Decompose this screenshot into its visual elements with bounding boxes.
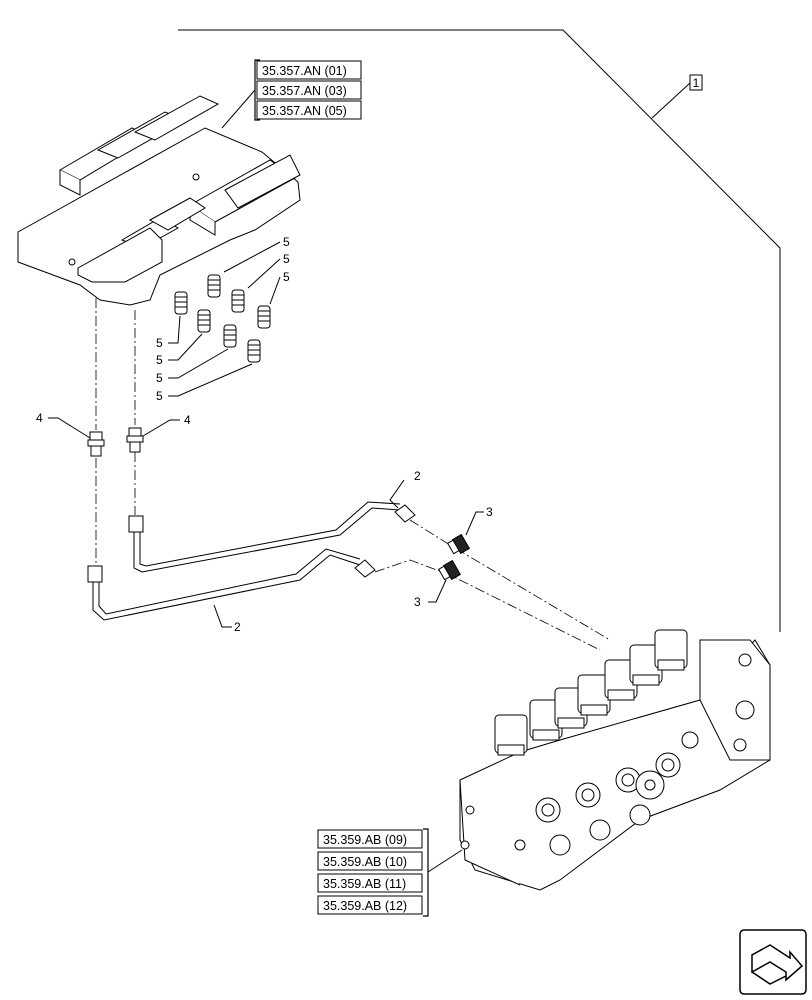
callout-5-a: 5 — [283, 235, 290, 249]
svg-text:35.359.AB (10): 35.359.AB (10) — [323, 855, 407, 869]
callout-1[interactable]: 1 — [689, 74, 703, 91]
adapter-left — [87, 431, 105, 457]
reference-group-top: 35.357.AN (01) 35.357.AN (03) 35.357.AN … — [221, 59, 362, 129]
reference-link-35-359-ab-12[interactable]: 35.359.AB (12) — [317, 895, 423, 915]
adapter-right — [126, 427, 144, 453]
callout-4-left[interactable]: 4 — [36, 411, 43, 425]
next-page-arrow-icon[interactable] — [739, 929, 807, 995]
callout-3-upper[interactable]: 3 — [486, 505, 493, 519]
callout-5-f: 5 — [156, 371, 163, 385]
callout-5-g: 5 — [156, 389, 163, 403]
control-valve — [459, 629, 771, 891]
spring-7 — [247, 339, 261, 363]
callout-4-right[interactable]: 4 — [184, 413, 191, 427]
solenoid-row — [494, 629, 688, 756]
reference-link-35-359-ab-09[interactable]: 35.359.AB (09) — [317, 829, 423, 849]
callout-5-group[interactable]: 5 5 5 5 5 5 5 — [156, 235, 290, 403]
fitting-lower — [437, 559, 462, 581]
spring-3 — [174, 291, 188, 315]
reference-link-35-359-ab-10[interactable]: 35.359.AB (10) — [317, 851, 423, 871]
reference-link-35-357-an-01[interactable]: 35.357.AN (01) — [256, 60, 362, 80]
svg-text:35.359.AB (11): 35.359.AB (11) — [323, 877, 406, 891]
reference-link-35-357-an-03[interactable]: 35.357.AN (03) — [256, 80, 362, 100]
reference-link-35-357-an-05[interactable]: 35.357.AN (05) — [256, 100, 362, 120]
spring-4 — [257, 305, 271, 329]
callout-5-c: 5 — [283, 270, 290, 284]
callout-1-label: 1 — [693, 76, 700, 90]
svg-text:35.357.AN (01): 35.357.AN (01) — [262, 64, 347, 78]
callout-5-d: 5 — [156, 336, 163, 350]
spring-2 — [231, 289, 245, 313]
svg-text:35.359.AB (09): 35.359.AB (09) — [323, 833, 407, 847]
svg-text:35.357.AN (03): 35.357.AN (03) — [262, 84, 347, 98]
fitting-upper — [446, 533, 471, 555]
callout-3-lower[interactable]: 3 — [414, 595, 421, 609]
svg-text:35.357.AN (05): 35.357.AN (05) — [262, 104, 347, 118]
spring-6 — [223, 324, 237, 348]
reference-group-bottom: 35.359.AB (09) 35.359.AB (10) 35.359.AB … — [317, 828, 463, 917]
spring-5 — [197, 309, 211, 333]
pipe-upper — [128, 501, 416, 573]
callout-2-upper[interactable]: 2 — [414, 469, 421, 483]
reference-link-35-359-ab-11[interactable]: 35.359.AB (11) — [317, 873, 423, 893]
connector-block — [17, 95, 301, 306]
spring-1 — [207, 274, 221, 298]
springs — [174, 274, 271, 363]
callout-2-lower[interactable]: 2 — [234, 620, 241, 634]
svg-text:35.359.AB (12): 35.359.AB (12) — [323, 899, 407, 913]
assembly-outline — [178, 29, 781, 632]
callout-5-b: 5 — [283, 252, 290, 266]
callout-5-e: 5 — [156, 353, 163, 367]
pipe-lower — [87, 548, 376, 621]
